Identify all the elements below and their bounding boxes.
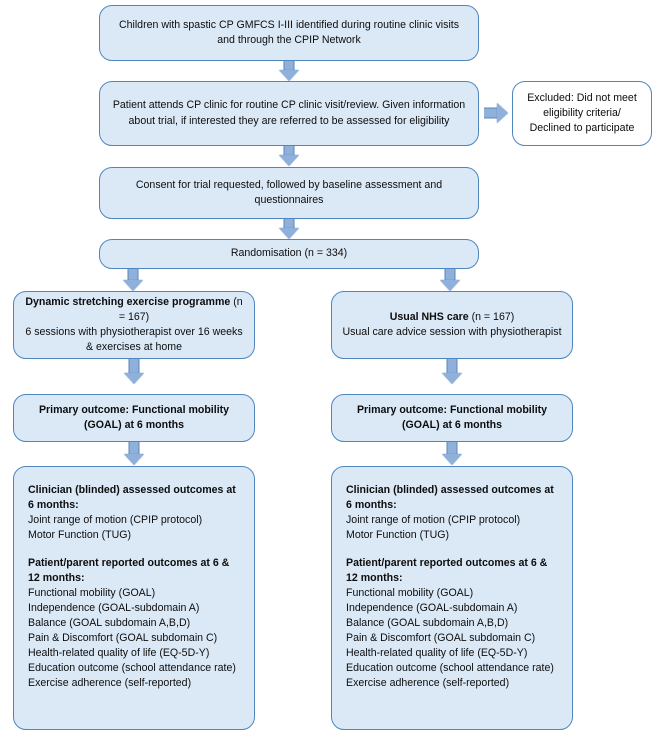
node-identification: Children with spastic CP GMFCS I-III ide… bbox=[99, 5, 479, 61]
node-excluded-line-3: Declined to participate bbox=[529, 122, 635, 135]
node-outcomes-right: Clinician (blinded) assessed outcomes at… bbox=[331, 466, 573, 730]
outcomes-left-patient-item: Health-related quality of life (EQ-5D-Y) bbox=[28, 647, 210, 660]
node-clinic-visit: Patient attends CP clinic for routine CP… bbox=[99, 81, 479, 146]
outcomes-left-patient-item: Independence (GOAL-subdomain A) bbox=[28, 602, 200, 615]
arrow-shaft bbox=[446, 359, 458, 373]
node-randomisation-text: Randomisation (n = 334) bbox=[230, 247, 348, 260]
node-control-arm: Usual NHS care (n = 167) Usual care advi… bbox=[331, 291, 573, 359]
node-intervention-title-count: (n = 167) bbox=[118, 295, 243, 323]
outcomes-left-clinician-heading: Clinician (blinded) assessed outcomes at… bbox=[28, 484, 236, 512]
arrow-shaft bbox=[283, 61, 295, 70]
outcomes-left-clinician-item: Joint range of motion (CPIP protocol) bbox=[28, 514, 203, 527]
outcomes-right-clinician-heading: Clinician (blinded) assessed outcomes at… bbox=[346, 484, 554, 512]
node-control-title: Usual NHS care (n = 167) bbox=[390, 310, 515, 325]
arrow-head bbox=[123, 280, 143, 291]
arrow-shaft bbox=[446, 442, 458, 454]
outcomes-right-patient-item: Functional mobility (GOAL) bbox=[346, 587, 474, 600]
arrow-shaft bbox=[128, 359, 140, 373]
node-intervention-title: Dynamic stretching exercise programme (n… bbox=[24, 295, 244, 325]
node-consent-text: Consent for trial requested, followed by… bbox=[135, 178, 443, 206]
arrow-head bbox=[124, 373, 144, 384]
node-primary-outcome-left: Primary outcome: Functional mobility (GO… bbox=[13, 394, 255, 442]
node-outcomes-left: Clinician (blinded) assessed outcomes at… bbox=[13, 466, 255, 730]
arrow-head bbox=[279, 70, 299, 81]
outcomes-right-patient-item: Balance (GOAL subdomain A,B,D) bbox=[346, 617, 509, 630]
outcomes-right-patient-item: Health-related quality of life (EQ-5D-Y) bbox=[346, 647, 528, 660]
arrow-shaft bbox=[127, 269, 139, 280]
outcomes-left-clinician-item: Motor Function (TUG) bbox=[28, 529, 132, 542]
arrow-head bbox=[279, 228, 299, 239]
node-excluded-line-2: eligibility criteria/ bbox=[543, 106, 621, 119]
node-intervention-arm: Dynamic stretching exercise programme (n… bbox=[13, 291, 255, 359]
node-randomisation: Randomisation (n = 334) bbox=[99, 239, 479, 269]
arrow-head bbox=[442, 373, 462, 384]
outcomes-right-patient-item: Pain & Discomfort (GOAL subdomain C) bbox=[346, 632, 536, 645]
node-primary-outcome-left-line-2: (GOAL) at 6 months bbox=[83, 419, 185, 431]
node-excluded: Excluded: Did not meet eligibility crite… bbox=[512, 81, 652, 146]
node-clinic-visit-text: Patient attends CP clinic for routine CP… bbox=[112, 99, 466, 127]
outcomes-left-patient-item: Pain & Discomfort (GOAL subdomain C) bbox=[28, 632, 218, 645]
arrow-head bbox=[442, 454, 462, 465]
outcomes-left-patient-item: Functional mobility (GOAL) bbox=[28, 587, 156, 600]
node-primary-outcome-left-line-1: Primary outcome: Functional mobility bbox=[38, 403, 230, 416]
outcomes-right-clinician-item: Joint range of motion (CPIP protocol) bbox=[346, 514, 521, 527]
outcomes-left-patient-item: Education outcome (school attendance rat… bbox=[28, 662, 236, 675]
node-intervention-title-bold: Dynamic stretching exercise programme bbox=[25, 295, 231, 308]
arrow-shaft bbox=[444, 269, 456, 280]
arrow-shaft bbox=[283, 146, 295, 155]
arrow-head bbox=[497, 103, 508, 123]
outcomes-right-patient-heading: Patient/parent reported outcomes at 6 & … bbox=[346, 557, 548, 585]
node-primary-outcome-right-line-2: (GOAL) at 6 months bbox=[401, 419, 503, 431]
arrow-shaft bbox=[283, 219, 295, 228]
arrow-head bbox=[440, 280, 460, 291]
arrow-head bbox=[279, 155, 299, 166]
arrow-shaft bbox=[128, 442, 140, 454]
outcomes-left-patient-item: Exercise adherence (self-reported) bbox=[28, 677, 192, 690]
outcomes-right-patient-item: Independence (GOAL-subdomain A) bbox=[346, 602, 518, 615]
node-control-title-bold: Usual NHS care bbox=[389, 310, 469, 323]
outcomes-left-patient-heading: Patient/parent reported outcomes at 6 & … bbox=[28, 557, 230, 585]
node-control-detail: Usual care advice session with physiothe… bbox=[342, 326, 562, 338]
node-consent: Consent for trial requested, followed by… bbox=[99, 167, 479, 219]
node-intervention-detail: 6 sessions with physiotherapist over 16 … bbox=[25, 326, 243, 354]
node-primary-outcome-right-line-1: Primary outcome: Functional mobility bbox=[356, 403, 548, 416]
node-identification-text: Children with spastic CP GMFCS I-III ide… bbox=[118, 18, 460, 46]
outcomes-right-patient-item: Exercise adherence (self-reported) bbox=[346, 677, 510, 690]
node-primary-outcome-right: Primary outcome: Functional mobility (GO… bbox=[331, 394, 573, 442]
outcomes-right-patient-item: Education outcome (school attendance rat… bbox=[346, 662, 554, 675]
outcomes-left-patient-item: Balance (GOAL subdomain A,B,D) bbox=[28, 617, 191, 630]
arrow-head bbox=[124, 454, 144, 465]
node-excluded-line-1: Excluded: Did not meet bbox=[527, 91, 637, 104]
outcomes-right-clinician-item: Motor Function (TUG) bbox=[346, 529, 450, 542]
node-control-title-count: (n = 167) bbox=[468, 310, 515, 323]
arrow-shaft bbox=[484, 107, 497, 119]
